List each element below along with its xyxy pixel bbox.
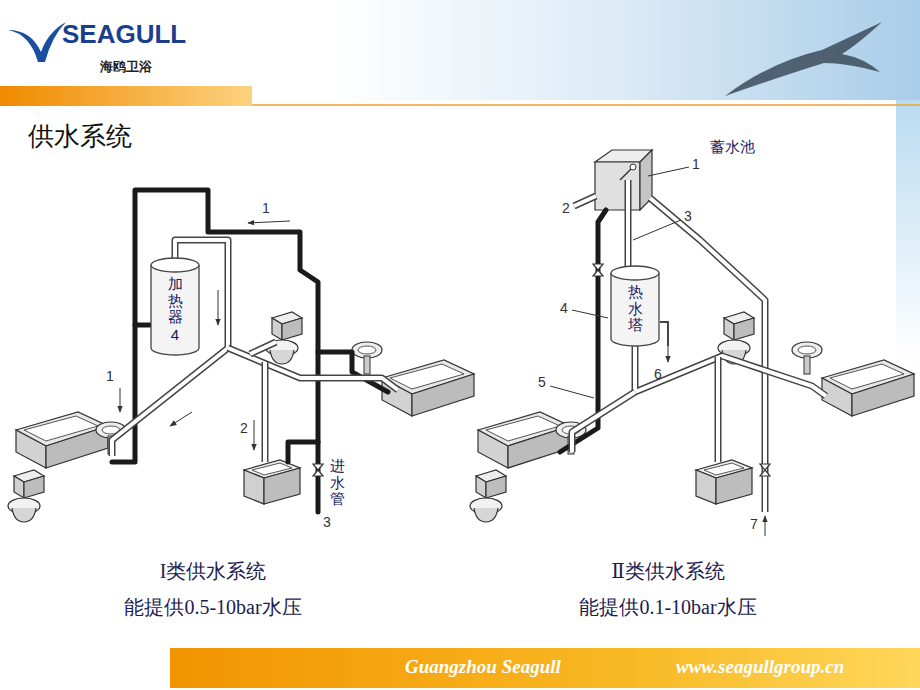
side-strip	[896, 100, 920, 360]
hot-water-tower: 热水塔	[610, 266, 660, 346]
leader-line	[550, 386, 594, 398]
leader-line	[648, 167, 689, 176]
sink	[696, 460, 752, 504]
storage-tank	[595, 150, 652, 210]
logo-mark	[8, 22, 66, 62]
cold-pipe	[288, 442, 318, 462]
flow-arrow	[218, 290, 219, 325]
bathtub	[478, 412, 570, 468]
bathtub	[16, 412, 108, 468]
cylinder-top	[151, 258, 199, 272]
valve	[593, 264, 603, 276]
flow-arrow	[254, 420, 255, 450]
toilet	[266, 312, 302, 364]
callout-number: 4	[560, 300, 568, 316]
tank-label: 蓄水池	[710, 138, 755, 155]
callout-number: 4	[171, 326, 179, 343]
header-bar	[0, 86, 252, 106]
callout-number: 3	[323, 514, 331, 530]
flow-arrow	[120, 388, 121, 412]
leader-line	[633, 220, 681, 240]
footer-text: www.seagullgroup.cn	[676, 656, 844, 678]
pipe-label: 进水管	[330, 458, 345, 508]
washbasin	[352, 342, 382, 374]
callout-number: 1	[692, 156, 700, 172]
flow-arrow	[248, 221, 290, 223]
system-caption: I类供水系统	[160, 560, 267, 583]
callout-number: 3	[684, 208, 692, 224]
node-label: 加热器	[168, 276, 183, 326]
heater-cylinder: 加热器4	[150, 258, 200, 355]
leader-line	[572, 310, 608, 318]
callout-number: 1	[106, 368, 114, 384]
system-two	[470, 150, 914, 536]
header	[0, 0, 920, 360]
hot-pipe	[112, 240, 398, 462]
cylinder-body	[611, 273, 659, 346]
sky-banner	[330, 0, 920, 100]
callout-number: 2	[562, 200, 570, 216]
callout-number: 2	[240, 420, 248, 436]
header-rule	[252, 104, 920, 106]
toilet	[8, 470, 44, 522]
sink	[244, 460, 300, 504]
callout-number: 1	[262, 200, 270, 216]
valve	[760, 464, 770, 476]
system-caption: 能提供0.1-10bar水压	[579, 596, 756, 619]
gull-silhouette	[725, 22, 882, 96]
flow-arrow	[765, 516, 766, 536]
flow-arrow	[668, 346, 669, 362]
cylinder-top	[611, 266, 659, 280]
callout-number: 7	[750, 516, 758, 532]
hot-pipe	[572, 180, 826, 512]
toilet	[470, 470, 506, 522]
system-one	[8, 190, 474, 522]
callout-number: 6	[654, 366, 662, 382]
slide-title: 供水系统	[28, 122, 132, 152]
flow-arrow	[170, 412, 192, 426]
valve	[313, 464, 323, 476]
brand-name: 海鸥卫浴	[100, 60, 152, 75]
cylinder-body	[151, 265, 199, 355]
system-caption: 能提供0.5-10bar水压	[124, 596, 301, 619]
footer-bar	[170, 648, 920, 688]
drain-pipe	[660, 322, 668, 346]
system-caption: Ⅱ类供水系统	[611, 560, 725, 583]
footer-text: Guangzhou Seagull	[405, 656, 561, 678]
bathtub	[822, 360, 914, 416]
node-label: 热水塔	[628, 284, 643, 334]
brand-name: SEAGULL	[62, 20, 186, 50]
callout-number: 5	[538, 374, 546, 390]
cold-pipe	[318, 352, 388, 392]
washbasin	[792, 342, 822, 374]
